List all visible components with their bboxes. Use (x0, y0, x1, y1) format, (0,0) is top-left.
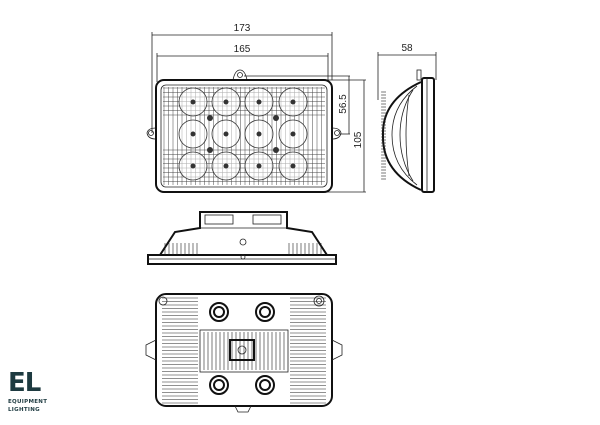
top-view (147, 211, 337, 265)
led-emitter (223, 163, 229, 169)
led-emitter (223, 131, 229, 137)
side-view: 58 (377, 43, 437, 193)
led-emitter (290, 131, 296, 137)
led-emitter (190, 163, 196, 169)
led-emitter (256, 131, 262, 137)
screw (273, 147, 279, 153)
led-emitter (256, 163, 262, 169)
dimension-overall-width: 173 (151, 23, 333, 133)
back-view (145, 293, 343, 413)
screw (207, 147, 213, 153)
screw (207, 115, 213, 121)
dim-56-5-label: 56.5 (338, 94, 349, 114)
led-emitter (190, 131, 196, 137)
equipment-lighting-logo: EL EQUIPMENT LIGHTING (8, 368, 47, 414)
logo-mark: EL (8, 368, 41, 398)
dim-173-label: 173 (234, 23, 251, 34)
led-emitter (223, 99, 229, 105)
led-emitter (290, 99, 296, 105)
dim-58-label: 58 (401, 43, 413, 54)
led-emitter (290, 163, 296, 169)
dim-105-label: 105 (353, 131, 364, 148)
dimension-lens-width: 165 (156, 44, 329, 82)
front-view (146, 69, 342, 193)
logo-line2: LIGHTING (8, 407, 40, 413)
screw (273, 115, 279, 121)
dimension-mount-offset: 56.5 (244, 75, 350, 135)
led-emitter (190, 99, 196, 105)
logo-line1: EQUIPMENT (8, 399, 48, 405)
led-emitter (256, 99, 262, 105)
dim-165-label: 165 (234, 44, 251, 55)
